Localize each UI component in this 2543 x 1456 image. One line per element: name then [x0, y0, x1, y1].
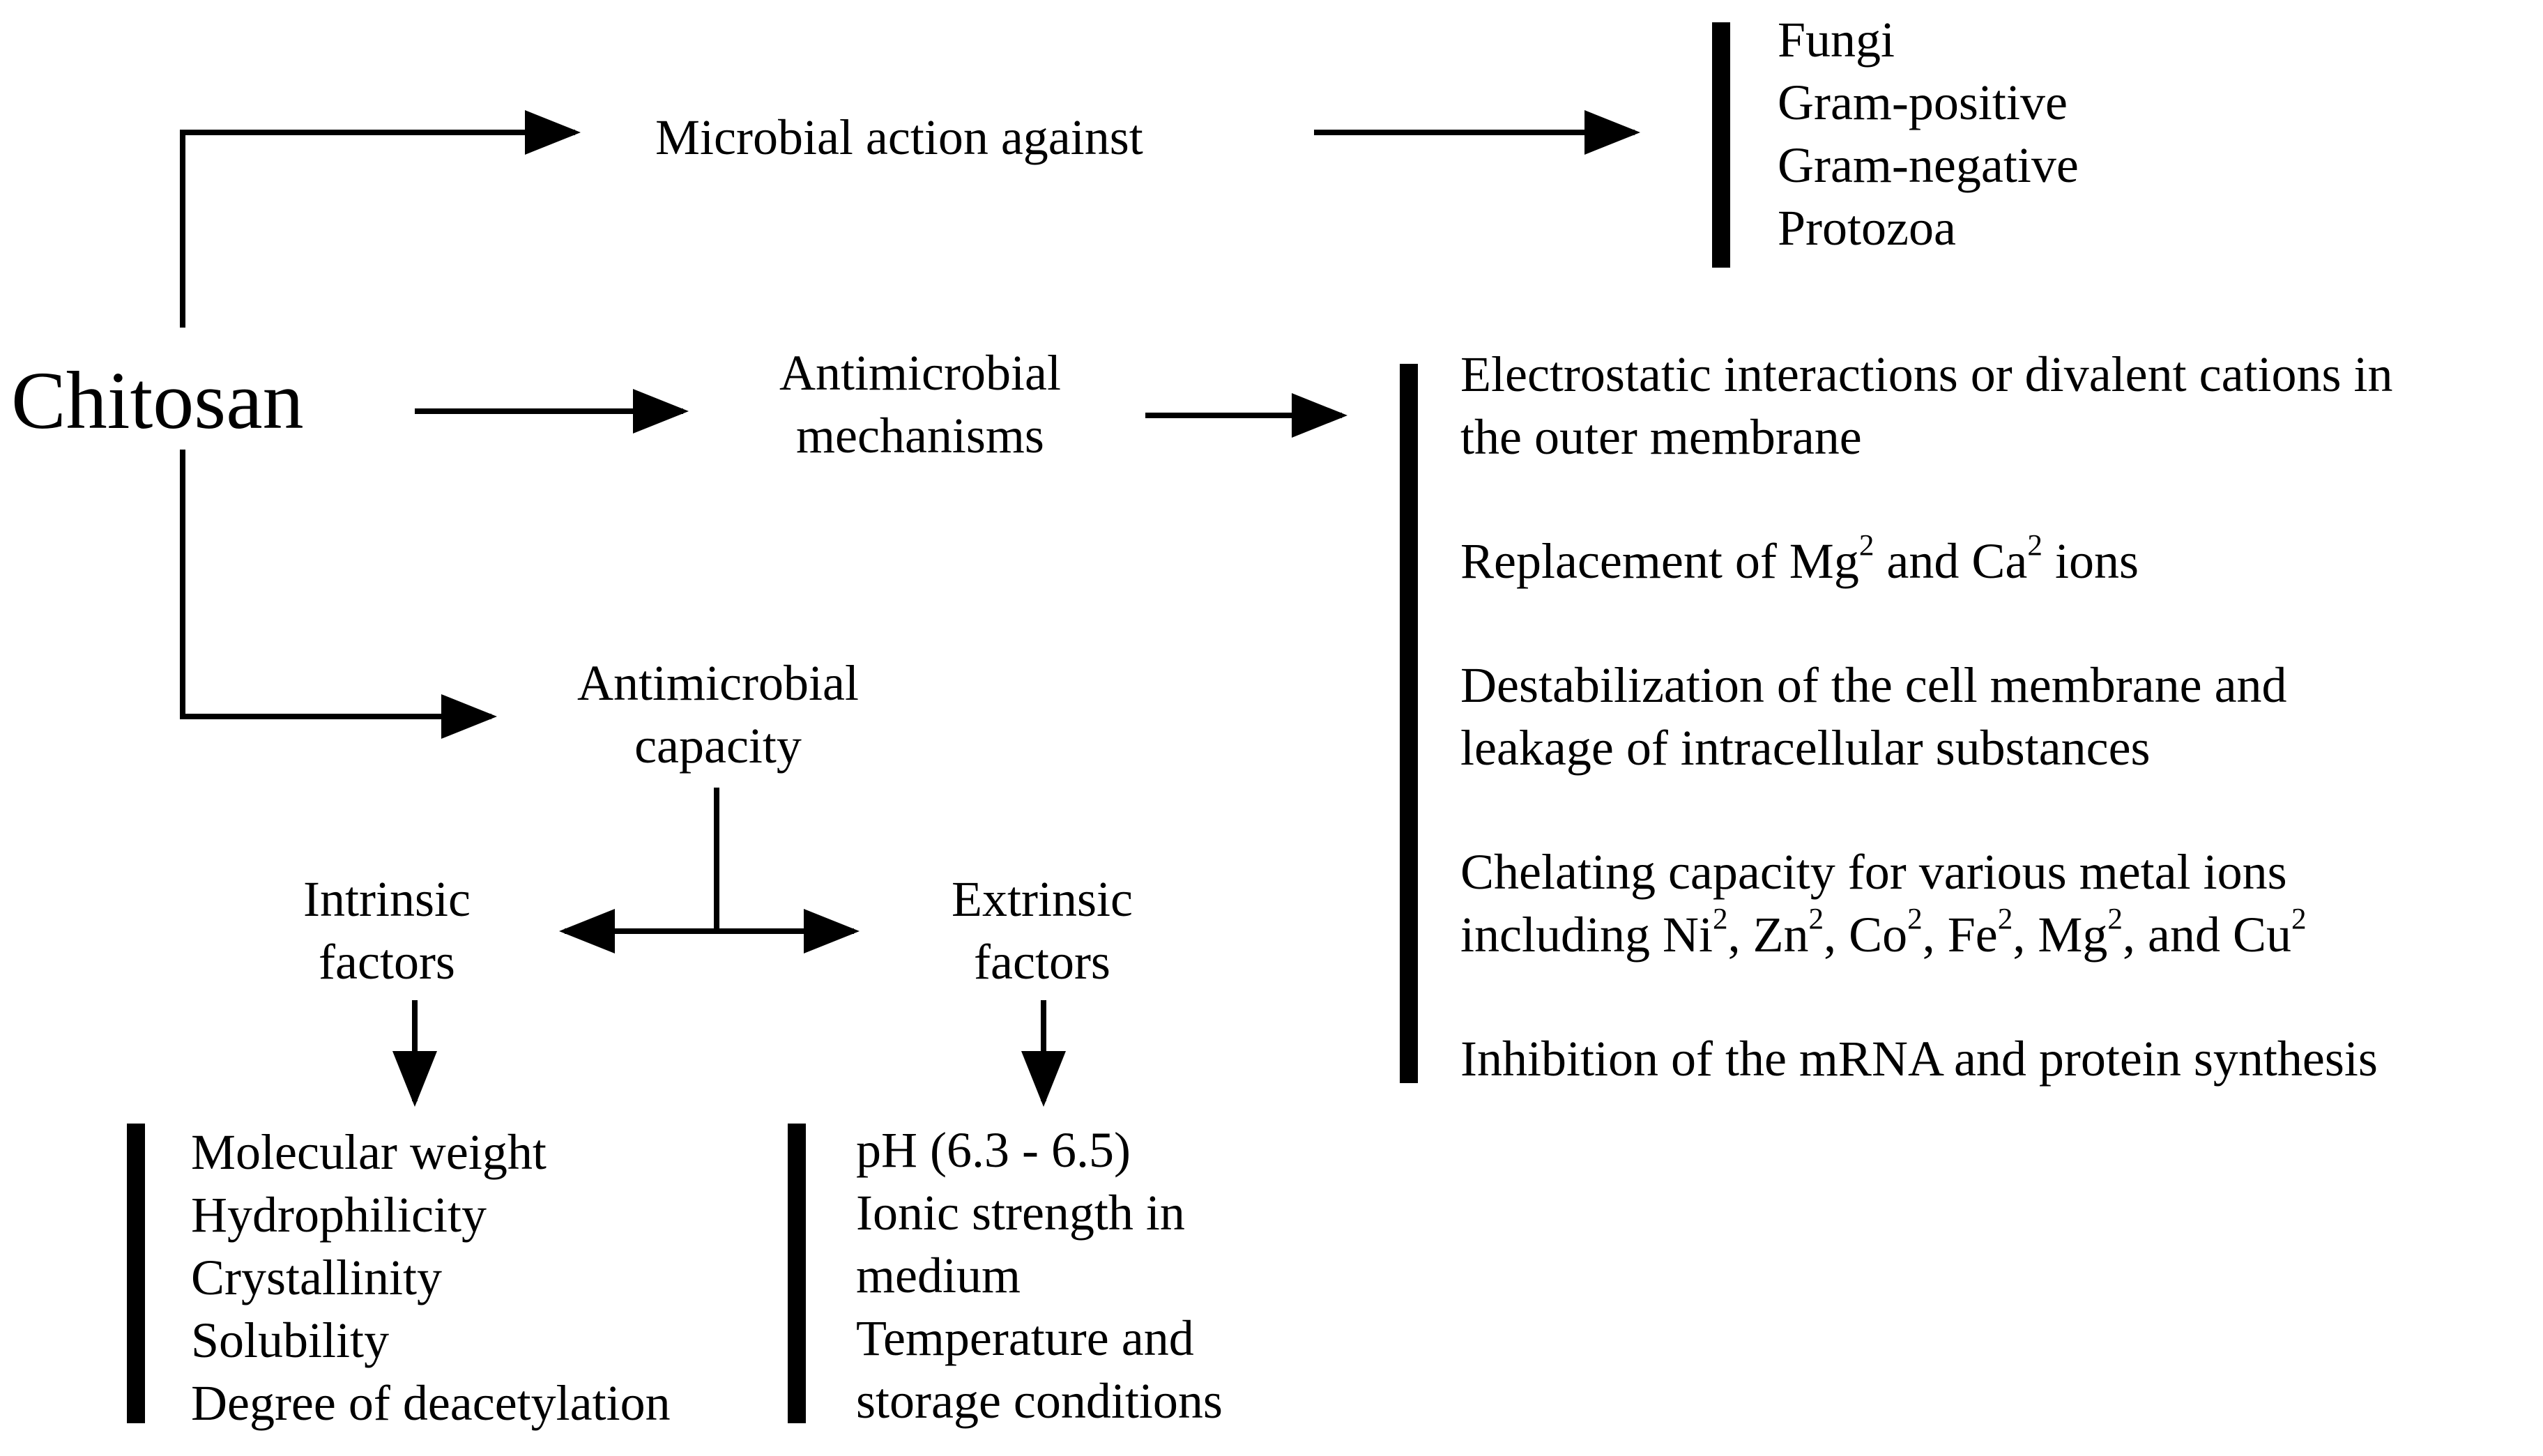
extrinsic-factors-label: Extrinsic factors	[889, 868, 1196, 993]
mechanism-item-line: Inhibition of the mRNA and protein synth…	[1460, 1031, 2378, 1087]
target-item: Fungi	[1778, 12, 1895, 68]
mechanism-item-line: Replacement of Mg2 and Ca2 ions	[1460, 529, 2139, 589]
capacity-label-line2: capacity	[634, 718, 802, 774]
mechanism-item: Replacement of Mg2 and Ca2 ions	[1460, 530, 2393, 592]
root-label: Chitosan	[11, 355, 304, 446]
extrinsic-item: pH (6.3 - 6.5)	[856, 1122, 1131, 1178]
intrinsic-factors-list: Molecular weight Hydrophilicity Crystall…	[191, 1121, 671, 1434]
extrinsic-factors-list: pH (6.3 - 6.5) Ionic strength in medium …	[856, 1119, 1223, 1432]
mechanism-item: Chelating capacity for various metal ion…	[1460, 841, 2393, 966]
target-item: Protozoa	[1778, 200, 1956, 256]
microbial-targets-list: Fungi Gram-positive Gram-negative Protoz…	[1778, 8, 2079, 259]
intrinsic-label-line2: factors	[319, 934, 455, 990]
mechanism-item: Inhibition of the mRNA and protein synth…	[1460, 1027, 2393, 1090]
intrinsic-item: Solubility	[191, 1312, 390, 1368]
extrinsic-item: medium	[856, 1248, 1021, 1303]
arrow-chitosan-to-microbial-action	[180, 110, 581, 328]
mechanisms-list: Electrostatic interactions or divalent c…	[1460, 343, 2393, 1151]
intrinsic-item: Hydrophilicity	[191, 1187, 487, 1243]
extrinsic-bracket-bar	[788, 1124, 806, 1423]
target-item: Gram-negative	[1778, 137, 2079, 193]
intrinsic-item: Molecular weight	[191, 1124, 547, 1180]
mechanisms-label: Antimicrobial mechanisms	[725, 342, 1115, 467]
extrinsic-item: Ionic strength in	[856, 1185, 1185, 1241]
mechanism-item-line: including Ni2, Zn2, Co2, Fe2, Mg2, and C…	[1460, 903, 2307, 963]
mechanisms-label-line2: mechanisms	[796, 408, 1044, 463]
mechanism-item-line: Chelating capacity for various metal ion…	[1460, 844, 2287, 900]
mechanism-item-line: leakage of intracellular substances	[1460, 720, 2151, 776]
mechanism-item: Destabilization of the cell membrane and…	[1460, 654, 2393, 779]
extrinsic-label-line1: Extrinsic	[952, 871, 1133, 927]
mechanism-item-line: Electrostatic interactions or divalent c…	[1460, 346, 2393, 402]
mechanism-item-line: Destabilization of the cell membrane and	[1460, 657, 2287, 713]
capacity-label: Antimicrobial capacity	[530, 652, 906, 777]
intrinsic-factors-label: Intrinsic factors	[234, 868, 540, 993]
extrinsic-label-line2: factors	[974, 934, 1110, 990]
mechanism-item-line: the outer membrane	[1460, 409, 1862, 465]
extrinsic-item: storage conditions	[856, 1373, 1223, 1429]
microbial-action-label: Microbial action against	[655, 109, 1143, 165]
targets-bracket-bar	[1712, 22, 1730, 268]
intrinsic-item: Degree of deacetylation	[191, 1375, 671, 1431]
mechanisms-bracket-bar	[1400, 364, 1418, 1083]
capacity-label-line1: Antimicrobial	[577, 655, 859, 711]
target-item: Gram-positive	[1778, 75, 2068, 130]
extrinsic-item: Temperature and	[856, 1310, 1194, 1366]
arrow-chitosan-to-capacity	[180, 450, 497, 739]
mechanisms-label-line1: Antimicrobial	[779, 345, 1061, 401]
intrinsic-item: Crystallinity	[191, 1250, 442, 1305]
intrinsic-bracket-bar	[127, 1124, 145, 1423]
intrinsic-label-line1: Intrinsic	[303, 871, 471, 927]
mechanism-item: Electrostatic interactions or divalent c…	[1460, 343, 2393, 468]
